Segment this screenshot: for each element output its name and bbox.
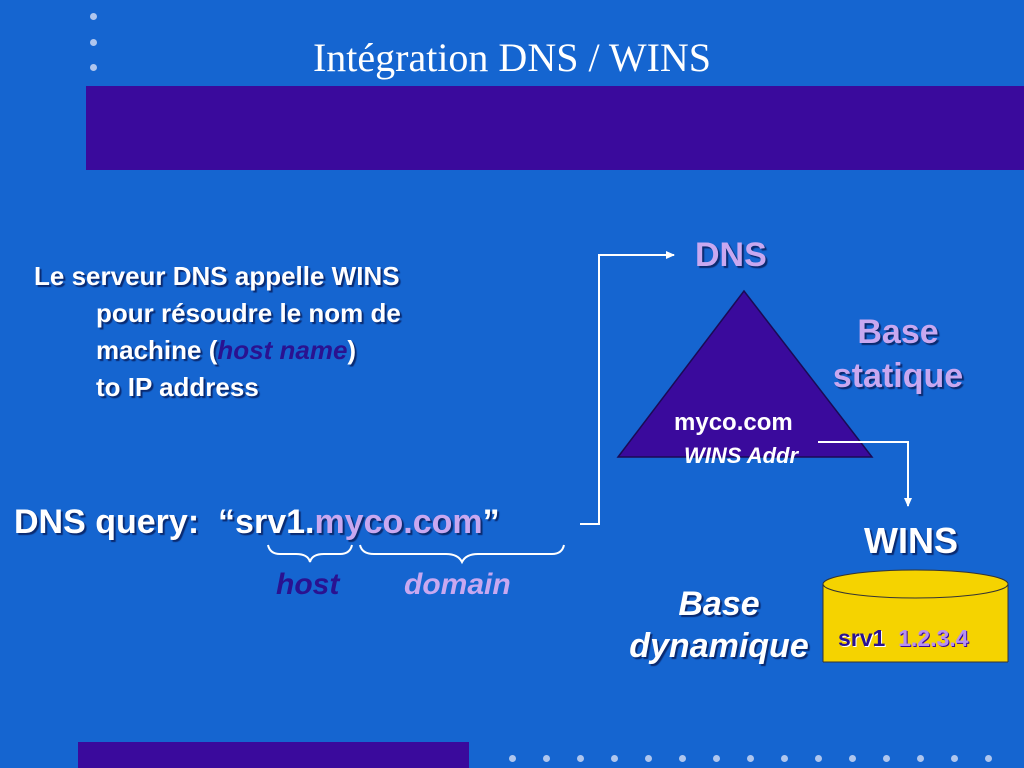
- decor-dot: [713, 755, 720, 762]
- decor-dot: [849, 755, 856, 762]
- slide-title: Intégration DNS / WINS: [312, 35, 712, 80]
- decor-dot: [679, 755, 686, 762]
- decor-dot: [747, 755, 754, 762]
- decor-dot: [645, 755, 652, 762]
- wins-record: srv1 1.2.3.4: [838, 625, 968, 652]
- decor-dot: [90, 39, 97, 46]
- decor-dot: [577, 755, 584, 762]
- dns-triangle: [616, 289, 874, 458]
- dns-query-open: “srv1.: [218, 503, 315, 541]
- description-line3-suffix: ): [347, 335, 357, 365]
- dns-query-domain: myco.com: [314, 503, 483, 541]
- wins-addr-record: WINS Addr: [684, 443, 799, 468]
- base-statique: Base statique: [818, 310, 978, 398]
- decor-dot: [985, 755, 992, 762]
- description-line: machine (host name): [34, 332, 554, 369]
- dns-query-label: DNS query:: [14, 503, 200, 541]
- decor-dot: [611, 755, 618, 762]
- dns-to-wins-arrow: [818, 441, 912, 507]
- decor-dot: [883, 755, 890, 762]
- dns-label: DNS: [695, 236, 767, 274]
- dns-zone-name: myco.com: [674, 409, 793, 436]
- decor-dot: [90, 13, 97, 20]
- wins-record-name: srv1: [838, 625, 886, 651]
- dns-query: DNS query: “srv1.myco.com”: [14, 503, 500, 542]
- decor-dot: [951, 755, 958, 762]
- decor-dot: [815, 755, 822, 762]
- domain-bracket: [359, 544, 565, 565]
- description-text: Le serveur DNS appelle WINS pour résoudr…: [34, 258, 554, 406]
- decor-dot: [509, 755, 516, 762]
- base-statique-line2: statique: [832, 357, 964, 395]
- wins-record-ip: 1.2.3.4: [898, 625, 969, 651]
- decor-dot: [781, 755, 788, 762]
- header-band: [86, 86, 1024, 170]
- footer-band: [78, 742, 469, 768]
- host-label: host: [276, 568, 340, 601]
- decor-dot: [543, 755, 550, 762]
- base-dynamique: Base dynamique: [612, 583, 826, 667]
- query-to-dns-arrow: [580, 251, 675, 525]
- host-name-emphasis: host name: [217, 335, 348, 365]
- description-line: pour résoudre le nom de: [96, 298, 401, 328]
- wins-label: WINS: [864, 520, 958, 561]
- domain-label: domain: [404, 568, 511, 601]
- base-dynamique-line1: Base: [678, 585, 760, 623]
- description-line: to IP address: [96, 372, 259, 402]
- base-dynamique-line2: dynamique: [629, 627, 809, 665]
- host-bracket: [267, 544, 353, 563]
- base-statique-line1: Base: [857, 313, 939, 351]
- decor-dot: [917, 755, 924, 762]
- dns-query-close: ”: [482, 503, 500, 541]
- wins-database-cylinder: [822, 569, 1009, 663]
- decor-dot: [90, 64, 97, 71]
- description-line3-prefix: machine (: [96, 335, 218, 365]
- description-line: Le serveur DNS appelle WINS: [34, 261, 400, 291]
